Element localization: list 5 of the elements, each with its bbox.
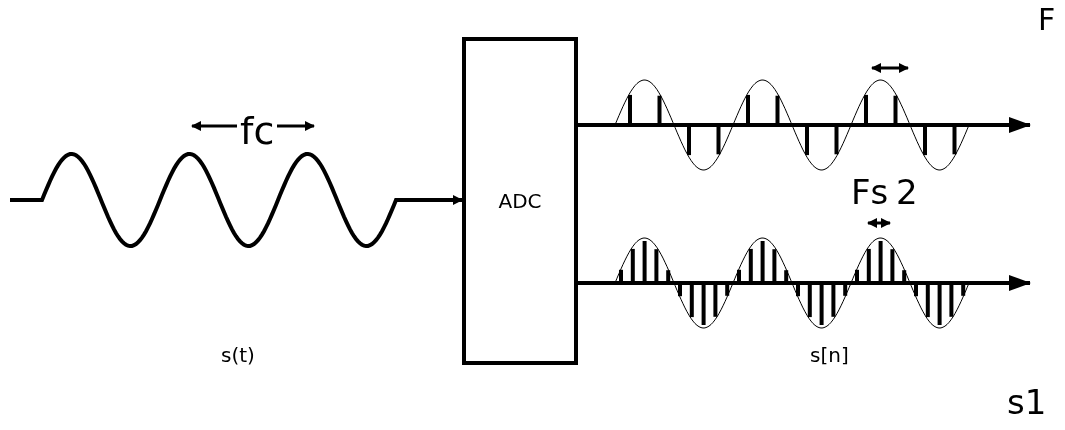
box-label: ADC — [498, 189, 542, 213]
arrow — [400, 195, 463, 205]
output-arrow — [578, 117, 1031, 133]
output-arrow — [578, 275, 1031, 291]
converter-box — [462, 37, 578, 365]
